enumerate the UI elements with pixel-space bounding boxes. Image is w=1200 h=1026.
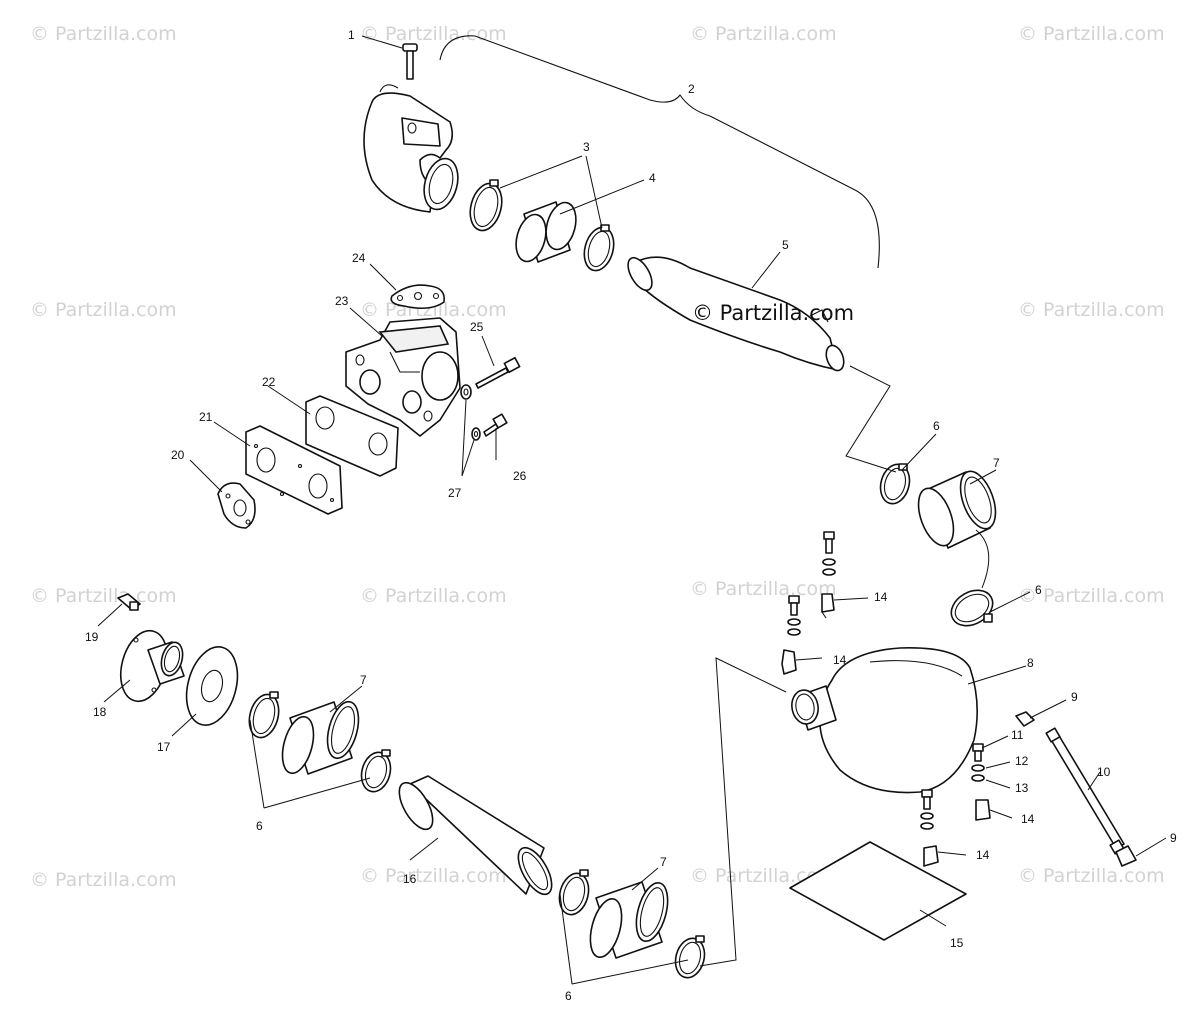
center-watermark: © Partzilla.com (692, 301, 854, 325)
callout-7: 7 (993, 456, 1000, 470)
callout-14: 14 (833, 653, 847, 667)
part-24-gasket (390, 284, 446, 310)
part-17-gasket (185, 646, 239, 726)
part-6-clamp (248, 691, 280, 739)
callout-5: 5 (782, 238, 789, 252)
callout-11: 11 (1011, 728, 1024, 742)
callout-17: 17 (157, 740, 171, 754)
callout-6: 6 (1035, 583, 1042, 597)
watermark: © Partzilla.com (1018, 23, 1165, 45)
callout-21: 21 (199, 410, 213, 424)
part-18-outlet (119, 629, 185, 703)
part-8-muffler (791, 647, 978, 794)
callout-22: 22 (262, 375, 276, 389)
callout-4: 4 (649, 171, 656, 185)
part-3-clamp (583, 224, 615, 272)
callout-16: 16 (403, 872, 417, 886)
callout-9: 9 (1170, 831, 1177, 845)
part-14-bracket (821, 593, 835, 619)
part-16-pipe (398, 775, 553, 896)
watermark: © Partzilla.com (690, 578, 837, 600)
part-23-exhaust-manifold (345, 317, 461, 437)
part-1-bolt (402, 43, 418, 80)
callout-6: 6 (933, 419, 940, 433)
part-7-hose (917, 470, 997, 549)
watermark-grid: © Partzilla.com © Partzilla.com © Partzi… (30, 23, 1165, 891)
part-26-bolt (483, 413, 508, 437)
mounting-bolt-stack (787, 595, 801, 636)
callout-6: 6 (256, 819, 263, 833)
watermark: © Partzilla.com (690, 23, 837, 45)
watermark: © Partzilla.com (1018, 585, 1165, 607)
callout-27: 27 (448, 486, 462, 500)
part-9-clip (1015, 711, 1035, 727)
callout-26: 26 (513, 469, 527, 483)
part-22-gasket (305, 395, 399, 477)
part-10-rod (1045, 727, 1125, 855)
part-14-bracket (781, 649, 797, 675)
part-15-heat-shield (789, 841, 967, 941)
part-21-spacer-plate (245, 425, 343, 515)
part-11-bolt (972, 743, 984, 762)
part-14-bracket (923, 845, 939, 867)
callout-7: 7 (360, 673, 367, 687)
part-13-washer (971, 774, 985, 782)
watermark: © Partzilla.com (1018, 299, 1165, 321)
callout-18: 18 (93, 705, 107, 719)
callout-12: 12 (1015, 754, 1029, 768)
exhaust-elbow (363, 84, 459, 213)
part-19-fitting (117, 593, 141, 611)
watermark: © Partzilla.com (360, 23, 507, 45)
part-7-hose (281, 700, 360, 775)
part-6-clamp (558, 869, 590, 916)
callout-9: 9 (1071, 690, 1078, 704)
callout-25: 25 (470, 320, 484, 334)
callout-7: 7 (660, 855, 667, 869)
part-3-clamp (469, 179, 503, 232)
mounting-bolt-stack (920, 789, 934, 830)
callout-19: 19 (85, 630, 99, 644)
callout-23: 23 (335, 294, 349, 308)
part-27-washer (471, 427, 481, 441)
callout-10: 10 (1097, 765, 1111, 779)
part-6-clamp (879, 463, 911, 505)
callout-13: 13 (1015, 781, 1029, 795)
watermark: © Partzilla.com (30, 23, 177, 45)
callout-20: 20 (171, 448, 185, 462)
leader-lines (97, 35, 1167, 985)
part-20-gasket (217, 482, 256, 529)
part-12-washer (971, 764, 985, 772)
callout-24: 24 (352, 251, 366, 265)
watermark: © Partzilla.com (30, 299, 177, 321)
part-9-clip (1115, 845, 1137, 867)
callout-6: 6 (565, 989, 572, 1003)
part-27-washer (460, 384, 472, 400)
callout-8: 8 (1027, 656, 1034, 670)
callout-labels: 1 2 3 4 5 6 7 6 14 14 8 9 11 12 10 13 14… (85, 28, 1177, 1003)
callout-15: 15 (950, 936, 964, 950)
part-6-clamp (950, 589, 994, 627)
watermark: © Partzilla.com (30, 585, 177, 607)
part-6-clamp (360, 749, 392, 793)
part-7-hose (589, 881, 669, 959)
watermark: © Partzilla.com (1018, 865, 1165, 887)
callout-14: 14 (976, 848, 990, 862)
part-14-bracket (975, 799, 991, 821)
callout-14: 14 (1021, 812, 1035, 826)
part-2-bracket (439, 35, 880, 269)
watermark: © Partzilla.com (360, 865, 507, 887)
part-6-clamp (674, 935, 706, 979)
watermark: © Partzilla.com (30, 869, 177, 891)
part-4-coupler (515, 201, 577, 263)
callout-14: 14 (874, 590, 888, 604)
callout-2: 2 (688, 82, 695, 96)
callout-3: 3 (583, 140, 590, 154)
mounting-bolt-stack (822, 531, 836, 576)
part-25-bolt (475, 356, 521, 389)
callout-1: 1 (348, 28, 355, 42)
watermark: © Partzilla.com (360, 585, 507, 607)
part-5-expansion-chamber (627, 256, 845, 372)
